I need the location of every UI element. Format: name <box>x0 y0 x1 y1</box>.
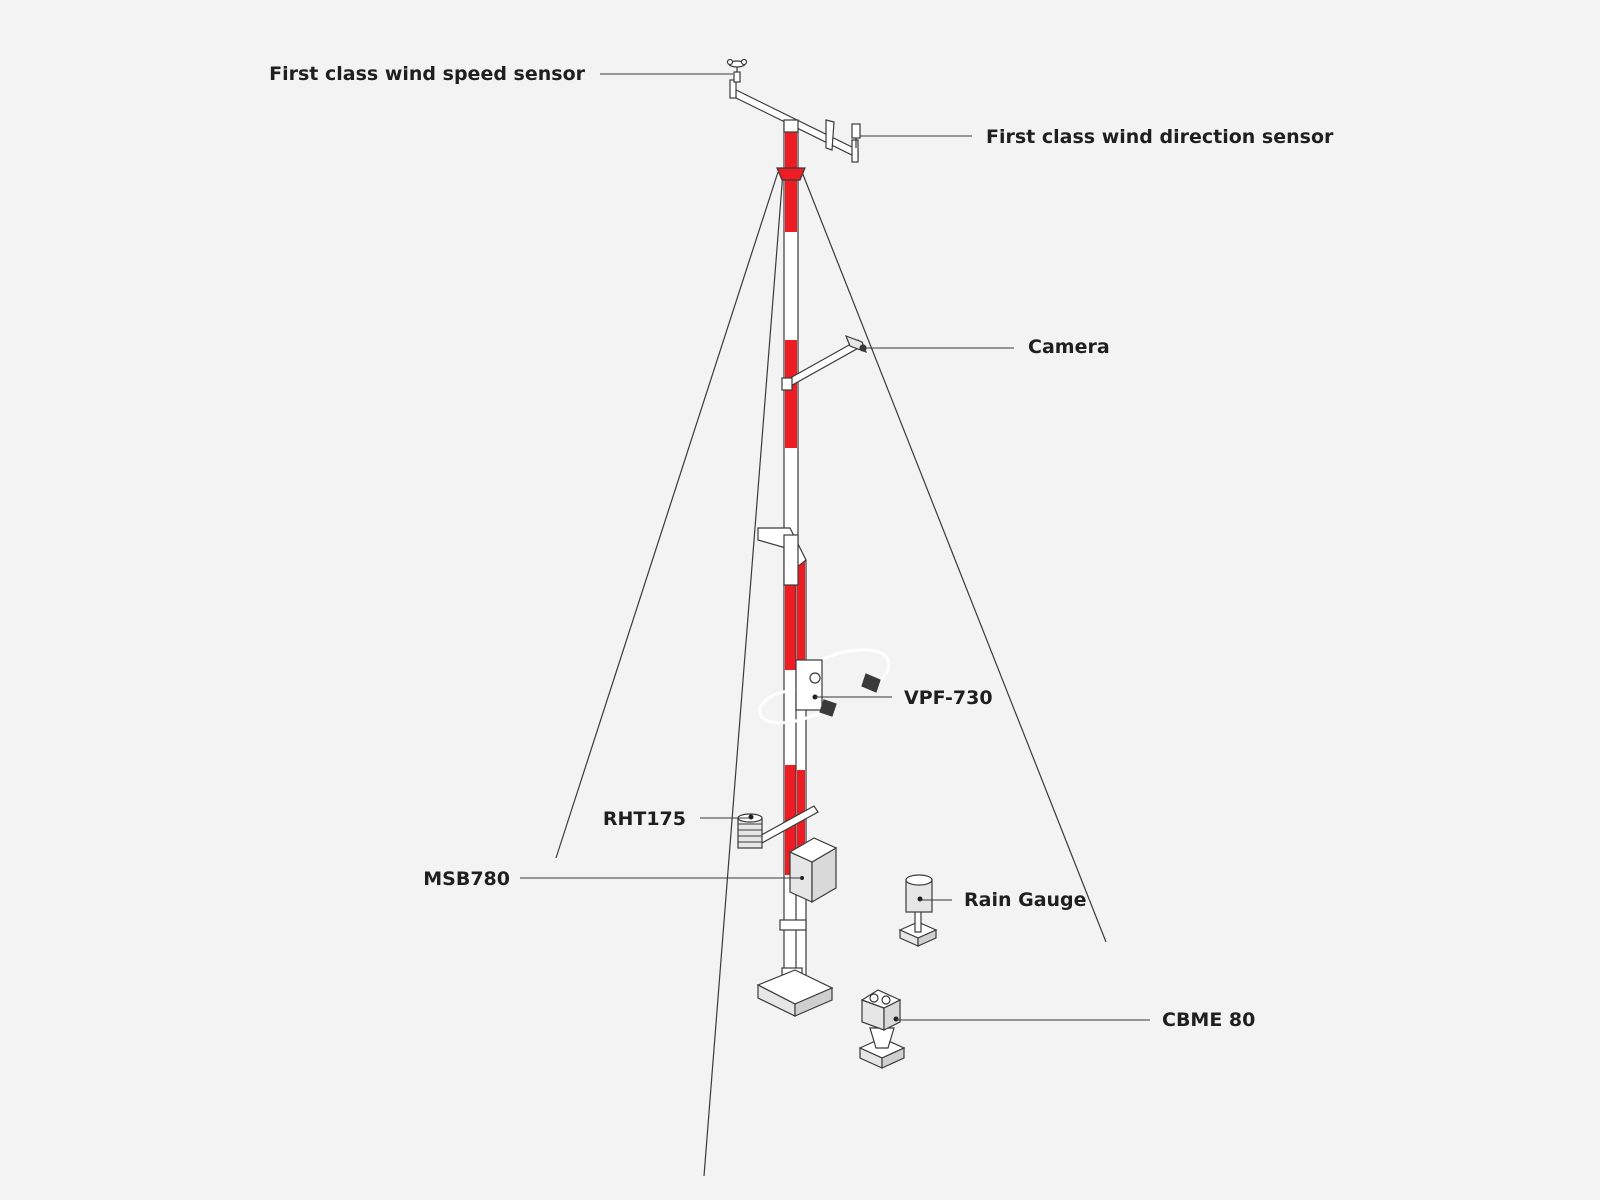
lower-clamp <box>779 919 807 931</box>
wind-speed-sensor-icon <box>726 58 748 83</box>
mast <box>757 120 807 981</box>
vpf-housing <box>795 659 823 711</box>
label-msb780: MSB780 <box>423 868 510 890</box>
guy-wire-right <box>801 171 1107 943</box>
rain-gauge-icon <box>898 874 938 947</box>
mast-band-4 <box>785 380 797 448</box>
rht-shield <box>737 817 763 849</box>
rht-pointer-dot <box>748 814 754 820</box>
rain-pointer-dot <box>917 896 923 902</box>
anemometer-body <box>733 71 741 83</box>
mast-band-2 <box>785 172 797 232</box>
tilt-hinge-plate <box>783 534 799 586</box>
msb-top <box>788 837 838 863</box>
rain-top <box>905 874 933 886</box>
vpf-head-right <box>861 673 881 693</box>
cbme-base-right <box>881 1047 905 1069</box>
camera-lens <box>859 344 867 352</box>
mast-rear-leg-band <box>797 560 805 680</box>
label-cbme80: CBME 80 <box>1162 1009 1255 1031</box>
msb780-icon <box>788 837 838 904</box>
vpf-lower-loop-inner <box>758 688 823 725</box>
camera-icon <box>781 334 868 391</box>
callout-labels: First class wind speed sensor First clas… <box>269 63 1334 1031</box>
label-rain-gauge: Rain Gauge <box>964 889 1087 911</box>
label-camera: Camera <box>1028 336 1110 358</box>
mast-band-1 <box>785 124 797 172</box>
label-wind-direction-sensor: First class wind direction sensor <box>986 126 1334 148</box>
crossarm-end-right <box>851 139 859 163</box>
vpf-window <box>809 672 821 684</box>
crossarm-mount <box>783 119 799 133</box>
anemometer-cup-2 <box>740 58 748 66</box>
wind-direction-sensor-icon <box>825 119 861 151</box>
vpf-head-left <box>819 699 837 717</box>
mast-band-3 <box>785 340 797 380</box>
rain-base-right <box>917 929 937 947</box>
vpf-arm-loop-inner <box>804 648 891 686</box>
camera-arm-clamp <box>781 377 793 391</box>
crossarm-end-left <box>729 79 737 99</box>
vpf-730-icon <box>758 648 891 725</box>
guy-plate <box>776 167 806 181</box>
label-rht175: RHT175 <box>603 808 686 830</box>
rht175-icon <box>737 805 819 849</box>
vane-fin <box>825 119 835 151</box>
cbme-80-icon <box>858 989 906 1069</box>
cbme-window-2 <box>881 995 891 1005</box>
cbme-window-1 <box>869 993 879 1003</box>
guy-wires <box>555 171 1107 1177</box>
cbme-pointer-dot <box>893 1016 899 1022</box>
tilt-hinge <box>757 527 807 569</box>
foundation-right <box>794 987 833 1017</box>
vane-head <box>851 123 861 139</box>
guy-wire-front <box>703 171 784 1177</box>
anemometer-cup <box>726 58 734 66</box>
label-wind-speed-sensor: First class wind speed sensor <box>269 63 585 85</box>
leader-lines <box>520 73 1150 1021</box>
guy-wire-left <box>555 171 779 859</box>
mast-foundation <box>756 969 834 1017</box>
label-vpf730: VPF-730 <box>904 687 993 709</box>
